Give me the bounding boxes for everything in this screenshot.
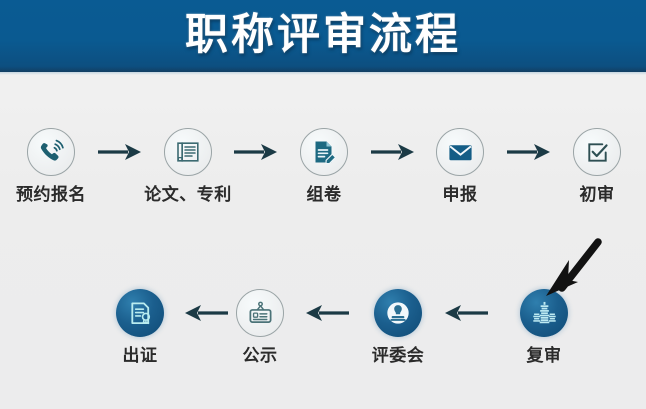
flow-step-label: 预约报名 [16, 185, 86, 205]
step-icon-circle [164, 128, 212, 176]
flow-step-shenbao[interactable]: 申报 [405, 128, 515, 205]
connector-arrow-right-3 [370, 141, 416, 163]
header-underline [0, 72, 646, 75]
certificate-seal-icon [127, 300, 154, 327]
flow-step-pingweihui[interactable]: 评委会 [343, 289, 453, 366]
flow-step-label: 出证 [122, 346, 158, 366]
phone-ring-icon [37, 138, 65, 166]
step-icon-circle [436, 128, 484, 176]
flow-step-zujuan[interactable]: 组卷 [269, 128, 379, 205]
id-badge-icon [247, 300, 274, 327]
flow-step-yuyuebaoming[interactable]: 预约报名 [0, 128, 106, 205]
stamp-seal-icon [385, 300, 411, 326]
flow-step-label: 申报 [442, 185, 478, 205]
step-icon-circle [300, 128, 348, 176]
flow-step-chuzheng[interactable]: 出证 [85, 289, 195, 366]
flow-step-lunwenzhuanli[interactable]: 论文、专利 [133, 128, 243, 205]
flow-row-top: 预约报名 论文、专利 [0, 128, 646, 248]
page-title: 职称评审流程 [185, 9, 461, 60]
connector-arrow-right-4 [506, 141, 552, 163]
flow-step-gongshi[interactable]: 公示 [205, 289, 315, 366]
connector-arrow-right-2 [233, 141, 279, 163]
header-banner: 职称评审流程 [0, 0, 646, 72]
step-icon-circle [520, 289, 568, 337]
connector-arrow-left-3 [443, 302, 489, 324]
flow-step-chushen[interactable]: 初审 [542, 128, 646, 205]
step-icon-circle [27, 128, 75, 176]
flow-step-label: 评委会 [371, 346, 425, 366]
checkbox-check-icon [584, 139, 611, 166]
document-pencil-icon [310, 138, 338, 166]
flow-step-label: 论文、专利 [144, 185, 232, 205]
envelope-icon [447, 139, 474, 166]
book-open-icon [174, 138, 202, 166]
step-icon-circle [573, 128, 621, 176]
building-city-icon [531, 300, 558, 327]
connector-arrow-right-1 [97, 141, 143, 163]
flow-step-label: 组卷 [306, 185, 342, 205]
connector-arrow-left-1 [183, 302, 229, 324]
step-icon-circle [116, 289, 164, 337]
connector-arrow-left-2 [304, 302, 350, 324]
flow-row-bottom: 出证 公示 [0, 289, 646, 409]
big-diagonal-arrow-icon [512, 236, 608, 316]
flow-step-label: 公示 [242, 346, 278, 366]
step-icon-circle [236, 289, 284, 337]
step-icon-circle [374, 289, 422, 337]
flow-step-fushen[interactable]: 复审 [489, 289, 599, 366]
flow-step-label: 复审 [526, 346, 562, 366]
flow-step-label: 初审 [579, 185, 615, 205]
